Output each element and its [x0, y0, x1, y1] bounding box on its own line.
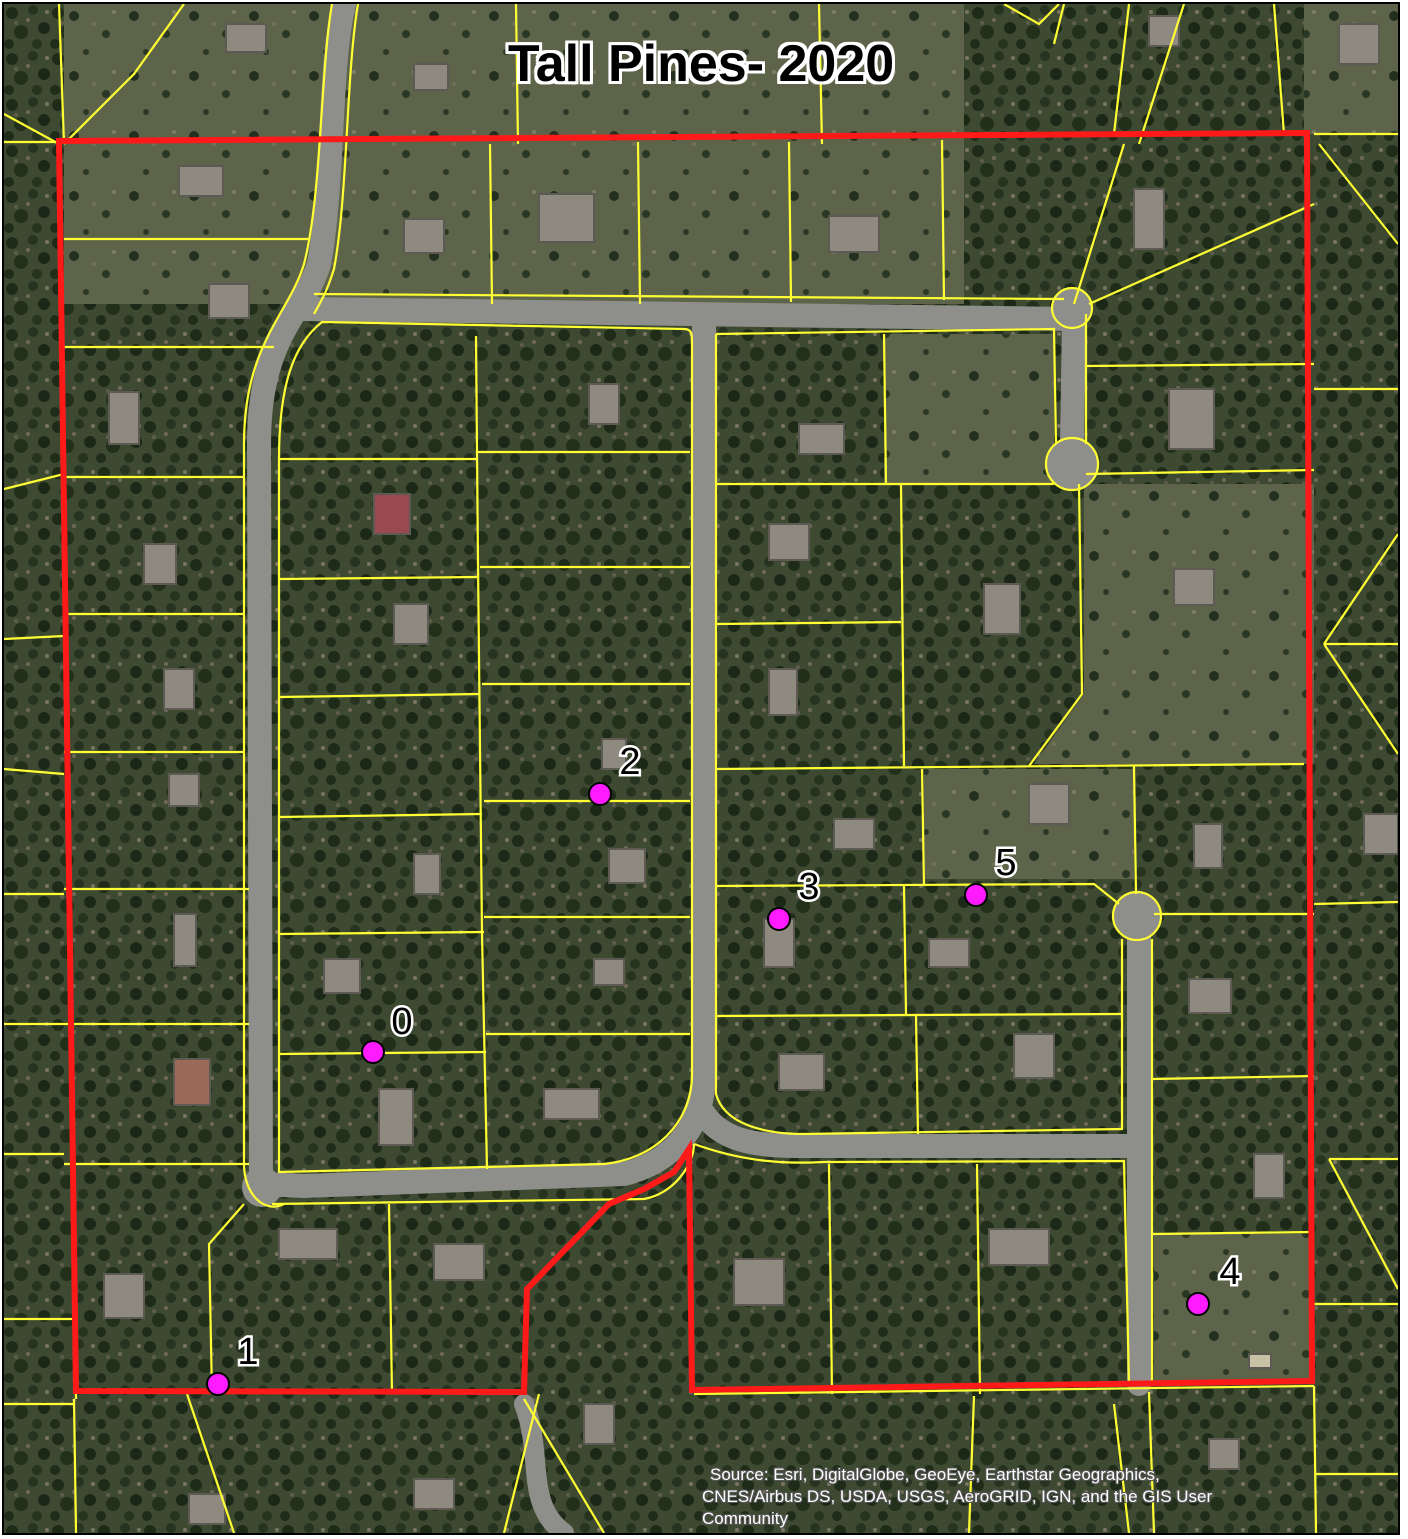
point-marker-3[interactable] — [767, 907, 791, 931]
open-meadows — [64, 4, 1398, 1384]
map-title: Tall Pines- 2020 — [507, 35, 895, 93]
source-attribution: Source: Esri, DigitalGlobe, GeoEye, Eart… — [702, 1464, 1362, 1530]
point-marker-0[interactable] — [361, 1040, 385, 1064]
attribution-line-2: CNES/Airbus DS, USDA, USGS, AeroGRID, IG… — [702, 1487, 1213, 1506]
point-marker-1[interactable] — [206, 1372, 230, 1396]
houses — [103, 15, 1398, 1525]
point-label-4: 4 — [1219, 1251, 1240, 1293]
point-label-1: 1 — [237, 1331, 258, 1373]
point-marker-5[interactable] — [964, 883, 988, 907]
parcel-lines — [4, 4, 1398, 1533]
point-label-2: 2 — [619, 741, 640, 783]
point-marker-4[interactable] — [1186, 1292, 1210, 1316]
attribution-line-1: Source: Esri, DigitalGlobe, GeoEye, Eart… — [710, 1465, 1160, 1484]
roads — [242, 4, 1161, 1533]
attribution-line-3: Community — [702, 1509, 788, 1528]
marker-layer: 0 1 2 3 4 5 — [206, 739, 1243, 1396]
point-label-5: 5 — [995, 842, 1016, 884]
point-label-3: 3 — [798, 866, 819, 908]
point-label-0: 0 — [391, 1001, 412, 1043]
study-boundary — [55, 129, 1316, 1396]
map-canvas[interactable]: 0 1 2 3 4 5 — [4, 4, 1398, 1533]
point-marker-2[interactable] — [588, 782, 612, 806]
